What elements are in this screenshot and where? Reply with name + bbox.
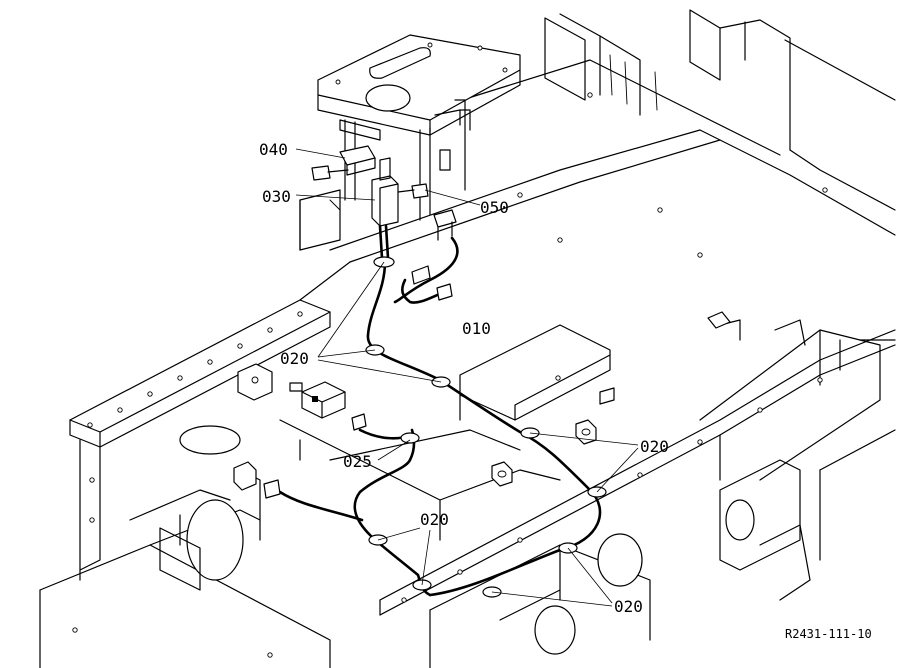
- sensor-025: [289, 381, 367, 431]
- label-020-bottom: 020: [614, 597, 643, 616]
- label-020-left: 020: [280, 349, 309, 368]
- switch-bracket-assembly: [311, 34, 521, 241]
- misc-parts: [159, 265, 755, 655]
- label-020-right: 020: [640, 437, 669, 456]
- wire-clamps: [365, 256, 607, 598]
- leader-lines: [295, 148, 639, 607]
- label-020-center: 020: [420, 510, 449, 529]
- label-010: 010: [462, 319, 491, 338]
- drawing-reference: R2431-111-10: [785, 627, 872, 641]
- label-030: 030: [262, 187, 291, 206]
- label-040: 040: [259, 140, 288, 159]
- label-025: 025: [343, 452, 372, 471]
- label-050: 050: [480, 198, 509, 217]
- part-labels: 010 020 020 020 020 025 030 040 050 R243…: [259, 140, 872, 641]
- rail-holes: [72, 92, 828, 658]
- chassis-frame: [39, 9, 896, 668]
